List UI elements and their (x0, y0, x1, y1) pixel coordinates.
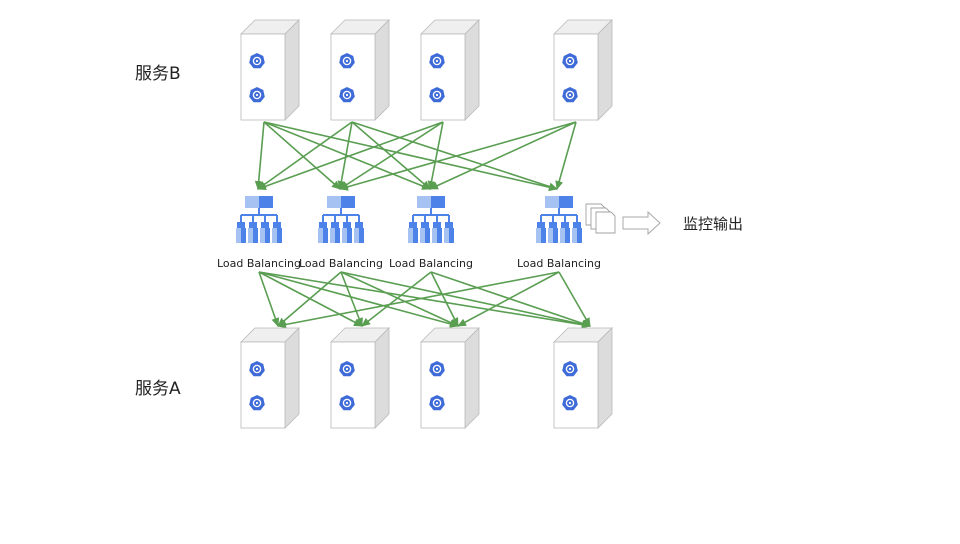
load-balancing-icon-4 (536, 196, 582, 243)
kubernetes-icon (562, 53, 578, 69)
connection-arrow (340, 271, 363, 327)
connection-arrow (555, 121, 577, 190)
kubernetes-icon (339, 361, 355, 377)
load-balancers (236, 196, 582, 243)
load-balancing-icon-2 (318, 196, 364, 243)
load-balancing-icon-3 (408, 196, 454, 243)
connection-arrow (258, 271, 591, 329)
kubernetes-icon (249, 361, 265, 377)
connection-arrow (351, 121, 558, 191)
connection-arrow (263, 121, 558, 192)
documents-icon (585, 203, 616, 234)
connection-arrow (277, 271, 560, 329)
connection-arrow (429, 121, 577, 190)
connection-arrow (258, 271, 280, 327)
lb-label-2: Load Balancing (299, 257, 383, 270)
kubernetes-icon (429, 53, 445, 69)
lb-label-1: Load Balancing (217, 257, 301, 270)
connection-arrow (339, 121, 577, 191)
kubernetes-icon (562, 395, 578, 411)
connection-arrow (361, 271, 432, 327)
connection-arrow (263, 121, 431, 190)
service-a-server-2 (330, 327, 390, 429)
connection-arrow (257, 121, 444, 191)
service-a-server-4 (553, 327, 613, 429)
hollow-arrow-right-icon (622, 210, 661, 236)
connection-arrow (339, 121, 444, 190)
connection-arrow (340, 271, 591, 329)
connection-arrow (427, 121, 444, 190)
connection-arrow (337, 121, 353, 190)
connection-arrow (340, 271, 459, 327)
kubernetes-icon (249, 53, 265, 69)
kubernetes-icon (429, 361, 445, 377)
service-a-servers (240, 327, 613, 429)
service-b-label: 服务B (135, 64, 181, 84)
lb-label-3: Load Balancing (389, 257, 473, 270)
kubernetes-icon (429, 87, 445, 103)
service-a-server-1 (240, 327, 300, 429)
kubernetes-icon (339, 53, 355, 69)
kubernetes-icon (562, 361, 578, 377)
service-a-label: 服务A (135, 379, 181, 399)
kubernetes-icon (339, 395, 355, 411)
service-a-server-3 (420, 327, 480, 429)
connection-arrow (430, 271, 591, 328)
kubernetes-icon (429, 395, 445, 411)
connection-arrows (254, 121, 591, 329)
connection-arrow (254, 121, 265, 190)
connection-arrow (258, 271, 459, 328)
kubernetes-icon (249, 395, 265, 411)
service-b-server-1 (240, 19, 300, 121)
kubernetes-icon (562, 87, 578, 103)
connection-arrow (263, 121, 341, 190)
service-b-server-3 (420, 19, 480, 121)
monitor-output-label: 监控输出 (683, 215, 744, 233)
connection-arrow (457, 271, 560, 327)
service-b-servers (240, 19, 613, 121)
connection-arrow (558, 271, 591, 327)
monitor-output-group (585, 203, 661, 236)
kubernetes-icon (339, 87, 355, 103)
connection-arrow (430, 271, 459, 327)
connection-arrow (277, 271, 342, 327)
lb-label-4: Load Balancing (517, 257, 601, 270)
service-b-server-4 (553, 19, 613, 121)
kubernetes-icon (249, 87, 265, 103)
service-b-server-2 (330, 19, 390, 121)
connection-arrow (257, 121, 353, 190)
load-balancing-icon-1 (236, 196, 282, 243)
